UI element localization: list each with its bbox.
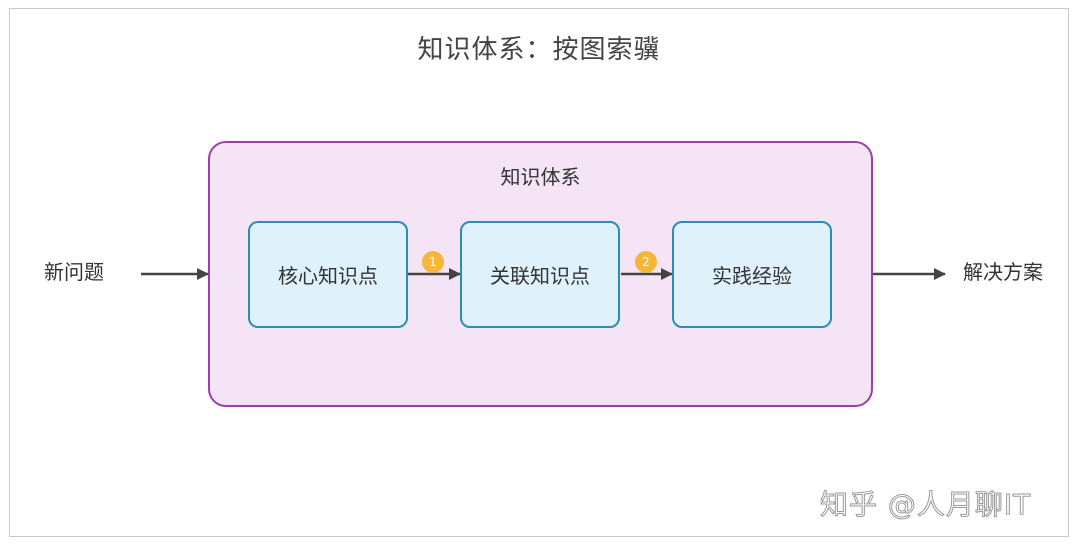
- node-practical-experience: 实践经验: [672, 221, 832, 328]
- step-badge-1: 1: [422, 251, 444, 273]
- step-badge-2: 2: [635, 251, 657, 273]
- node-core-knowledge: 核心知识点: [248, 221, 408, 328]
- diagram-canvas: 知识体系：按图索骥 知识体系 新问题 解决方案 核心知识点 关联知识点 实践经验…: [9, 8, 1069, 537]
- diagram-title: 知识体系：按图索骥: [417, 35, 661, 65]
- output-label: 解决方案: [963, 260, 1043, 284]
- node-related-knowledge: 关联知识点: [460, 221, 620, 328]
- watermark: 知乎 @人月聊IT: [819, 488, 1032, 522]
- input-label: 新问题: [44, 260, 104, 284]
- group-label: 知识体系: [500, 165, 581, 189]
